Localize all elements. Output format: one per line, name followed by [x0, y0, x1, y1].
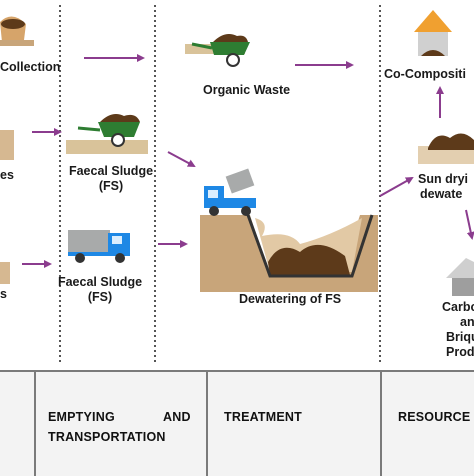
label-collection: Collection	[0, 60, 61, 74]
label-carbon-line2: an	[460, 315, 474, 329]
label-left-mid: es	[0, 168, 14, 182]
stage-bar: EMPTYING AND TRANSPORTATION TREATMENT RE…	[0, 370, 474, 476]
stage-emptying-transportation: EMPTYING AND TRANSPORTATION	[34, 372, 206, 476]
label-fs-cart-line1: Faecal Sludge	[68, 164, 154, 178]
stage-and-word: AND	[163, 410, 191, 424]
stage-treatment-label: TREATMENT	[224, 410, 302, 424]
stage-resource: RESOURCE	[380, 372, 474, 476]
label-sun-drying-line1: Sun dryi	[418, 172, 469, 186]
soil-strip	[0, 130, 14, 160]
label-carbon-line1: Carbon	[442, 300, 474, 314]
label-co-composting: Co-Compositi	[384, 67, 466, 81]
label-carbonization: Carbon an Briqu Produ	[442, 300, 474, 360]
stage-resource-label: RESOURCE	[398, 410, 471, 424]
label-fs-truck-line2: (FS)	[87, 290, 113, 304]
stage-transportation-word: TRANSPORTATION	[48, 430, 166, 444]
label-organic-waste: Organic Waste	[203, 83, 291, 97]
dewatering-pit	[200, 214, 378, 292]
label-carbon-line3: Briqu	[446, 330, 474, 344]
faecal-sludge-cart-icon	[66, 114, 148, 154]
label-fs-cart-line2: (FS)	[98, 179, 124, 193]
label-left-low: s	[0, 287, 7, 301]
dump-truck-icon	[204, 168, 256, 216]
arrow-to-sun-drying	[379, 177, 414, 197]
stage-treatment: TREATMENT	[206, 372, 380, 476]
label-carbon-line4: Produ	[446, 345, 474, 359]
label-sun-drying-line2: dewate	[420, 187, 463, 201]
faecal-sludge-truck-icon	[68, 230, 130, 263]
sun-drying-icon	[418, 133, 474, 164]
compost-hut-icon	[414, 10, 452, 56]
arrow-down-carbonization	[465, 209, 474, 240]
label-sun-drying: Sun dryi dewate	[418, 172, 468, 202]
arrow-fs-cart	[167, 151, 196, 167]
soil-strip	[0, 262, 10, 284]
label-fs-truck: Faecal Sludge (FS)	[55, 275, 145, 305]
label-fs-cart: Faecal Sludge (FS)	[66, 164, 156, 194]
stage-emptying-word: EMPTYING	[48, 410, 115, 424]
carbonization-shed-icon	[446, 258, 474, 296]
collection-pot-icon	[0, 16, 34, 46]
label-dewatering: Dewatering of FS	[239, 292, 342, 306]
label-fs-truck-line1: Faecal Sludge	[57, 275, 143, 289]
cart-icon	[185, 34, 250, 67]
